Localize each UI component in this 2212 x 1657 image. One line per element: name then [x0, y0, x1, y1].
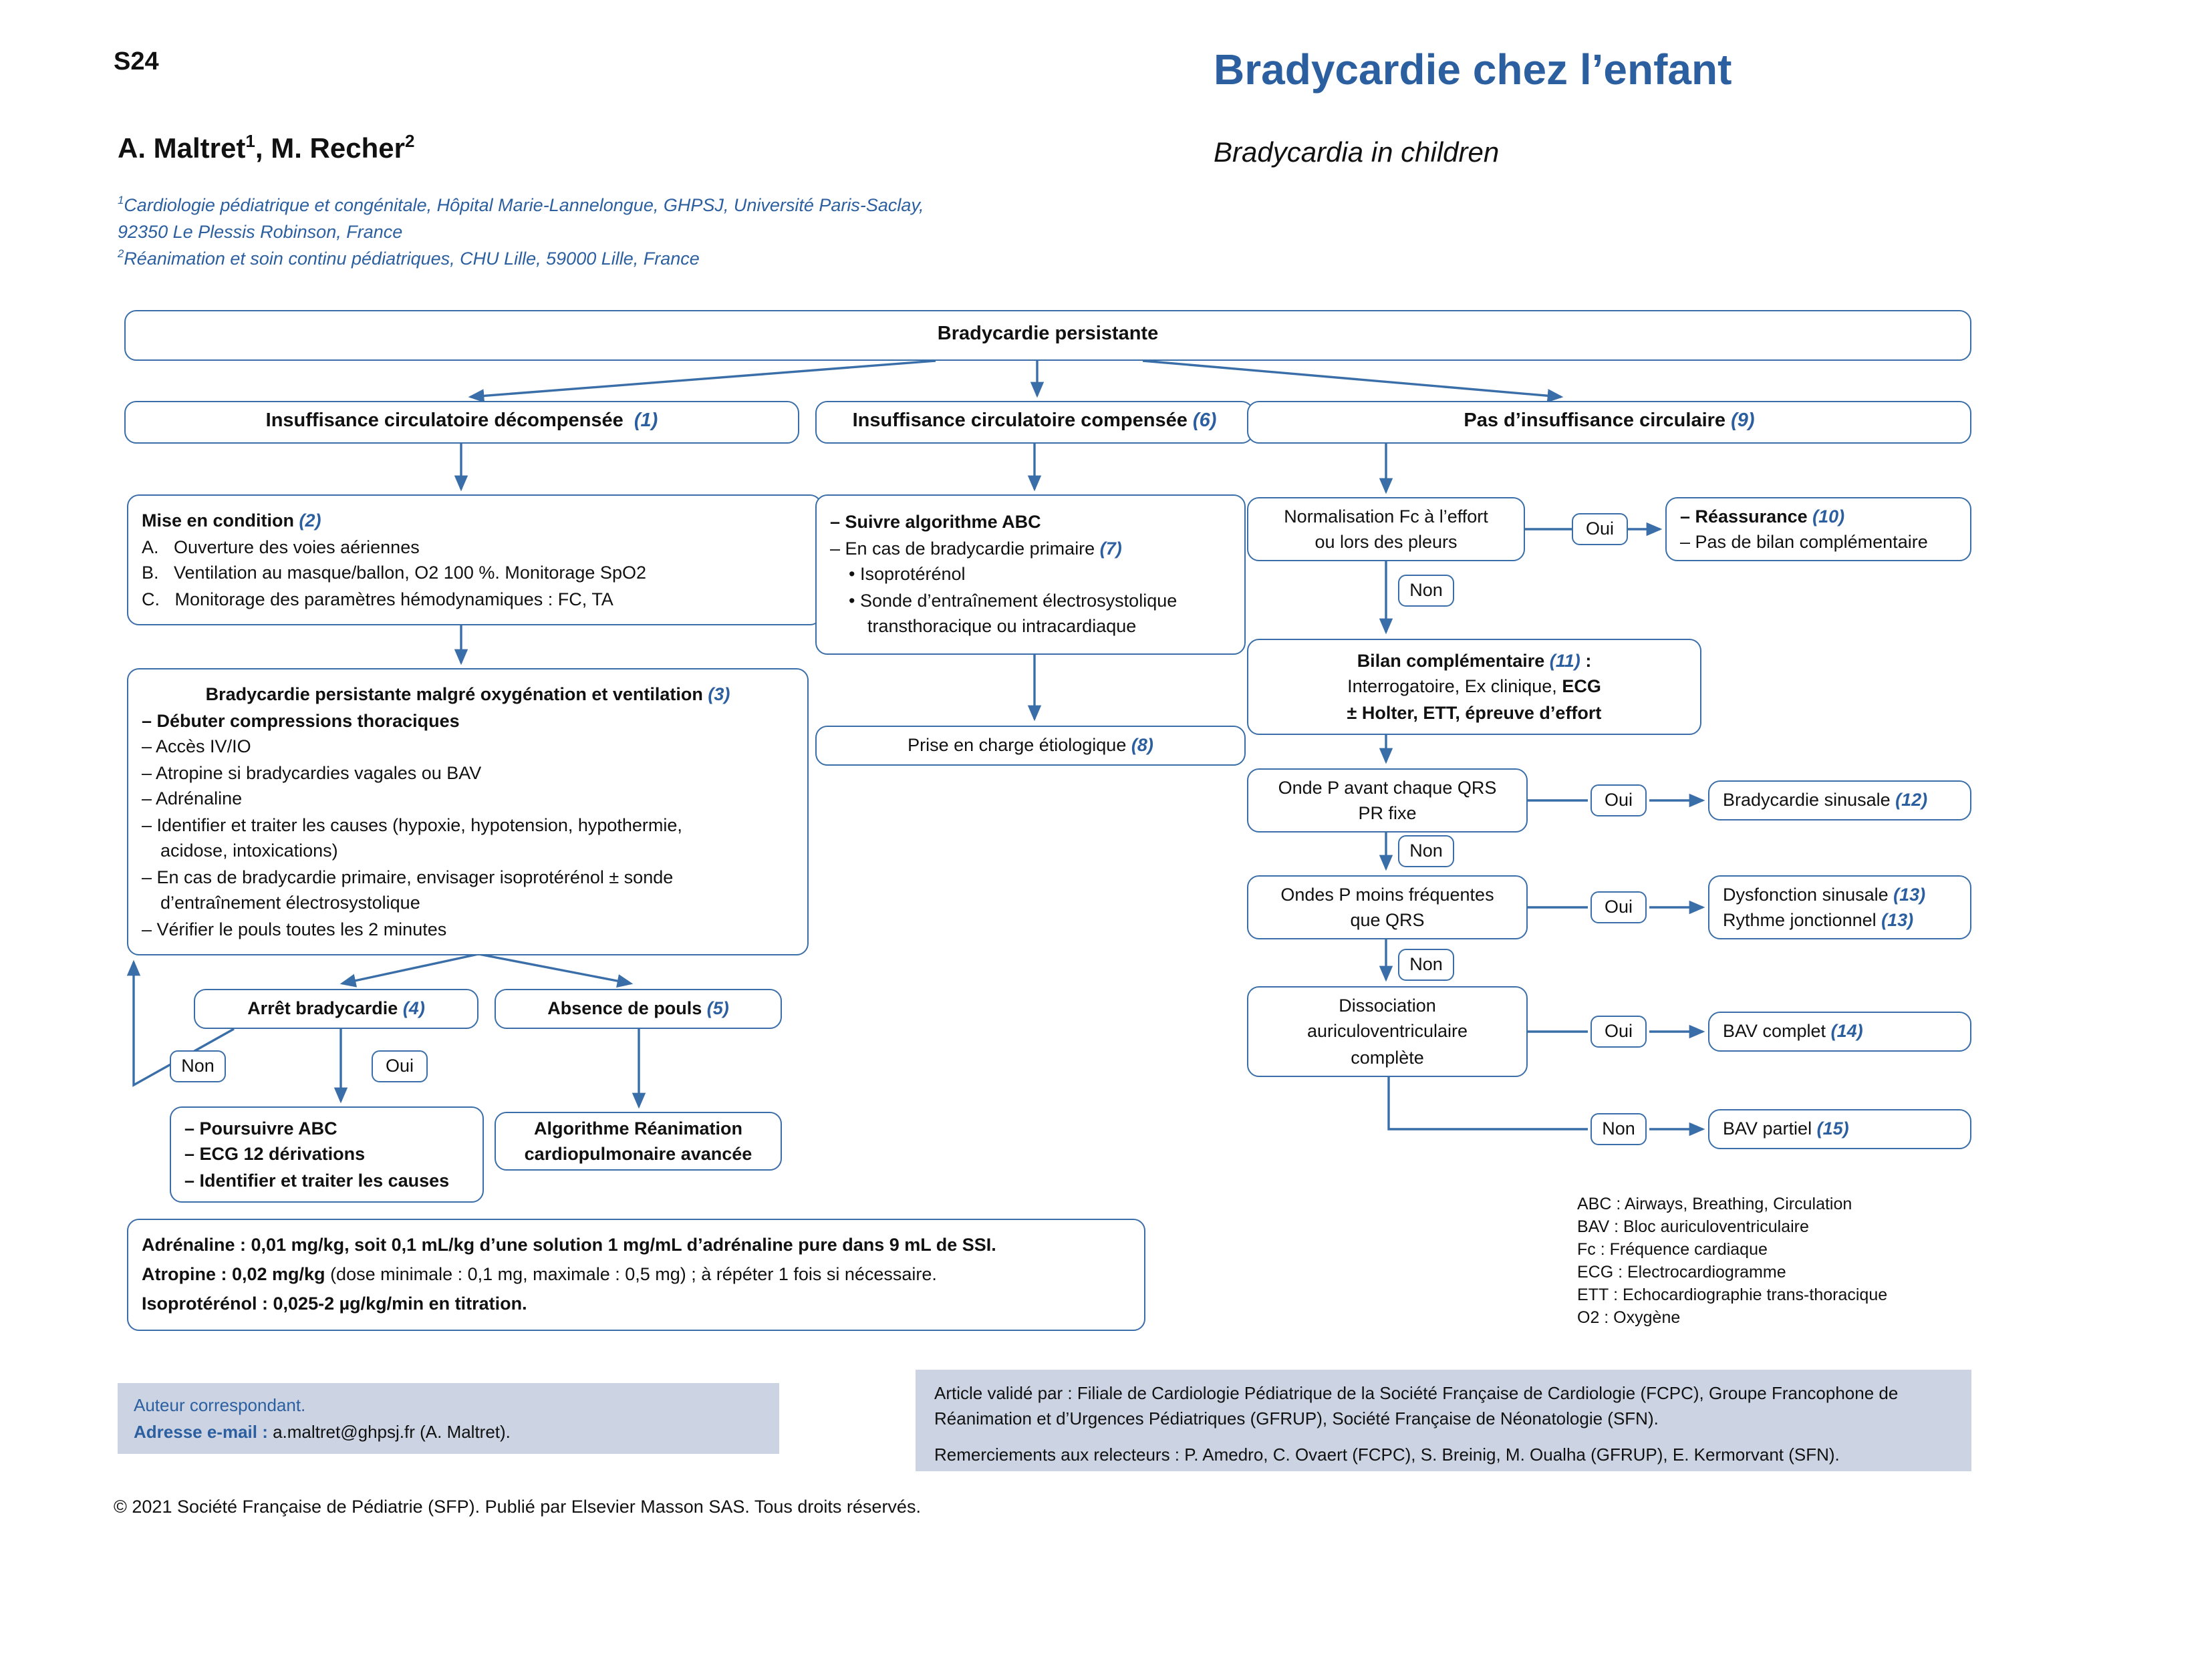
article-title-fr: Bradycardie chez l’enfant	[1214, 45, 1732, 94]
copyright-line: © 2021 Société Française de Pédiatrie (S…	[114, 1497, 921, 1517]
connector-non-2: Non	[1398, 835, 1454, 867]
node-bilan-complementaire: Bilan complémentaire (11) :Interrogatoir…	[1247, 639, 1701, 735]
connector-oui-5: Oui	[372, 1050, 428, 1082]
node-dysfonction-sinusale: Dysfonction sinusale (13)Rythme jonction…	[1708, 875, 1971, 939]
node-insuffisance-decompensee: Insuffisance circulatoire décompensée (1…	[124, 401, 799, 444]
node-mise-en-condition: Mise en condition (2)A. Ouverture des vo…	[127, 494, 822, 625]
authors: A. Maltret1, M. Recher2	[118, 131, 415, 164]
connector-non-4: Non	[1591, 1113, 1647, 1145]
node-prise-en-charge: Prise en charge étiologique (8)	[815, 726, 1246, 766]
node-poursuivre-abc: – Poursuivre ABC– ECG 12 dérivations– Id…	[170, 1106, 484, 1203]
connector-non-5: Non	[170, 1050, 226, 1082]
page-number: S24	[114, 48, 159, 76]
connector-oui-4: Oui	[1591, 1016, 1647, 1048]
article-title-en: Bradycardia in children	[1214, 138, 1500, 168]
node-absence-de-pouls: Absence de pouls (5)	[495, 989, 782, 1029]
node-suivre-abc: – Suivre algorithme ABC– En cas de brady…	[815, 494, 1246, 655]
affiliations: 1Cardiologie pédiatrique et congénitale,…	[118, 193, 924, 269]
connector-oui-2: Oui	[1591, 784, 1647, 816]
connector-oui-3: Oui	[1591, 891, 1647, 923]
node-pas-insuffisance: Pas d’insuffisance circulaire (9)	[1247, 401, 1971, 444]
connector-non-1: Non	[1398, 575, 1454, 607]
connector-oui-1: Oui	[1572, 513, 1628, 545]
node-arret-bradycardie: Arrêt bradycardie (4)	[194, 989, 478, 1029]
node-bradycardie-malgre-oxygenation: Bradycardie persistante malgré oxygénati…	[127, 668, 809, 955]
connector-non-3: Non	[1398, 949, 1454, 981]
node-reassurance: – Réassurance (10)– Pas de bilan complém…	[1665, 497, 1971, 561]
acknowledgements-text: Remerciements aux relecteurs : P. Amedro…	[934, 1445, 1840, 1465]
node-bradycardie-persistante: Bradycardie persistante	[124, 310, 1971, 361]
validation-text: Article validé par : Filiale de Cardiolo…	[934, 1383, 1899, 1428]
node-insuffisance-compensee: Insuffisance circulatoire compensée (6)	[815, 401, 1254, 444]
node-bav-partiel: BAV partiel (15)	[1708, 1109, 1971, 1149]
validation-box: Article validé par : Filiale de Cardiolo…	[916, 1370, 1971, 1471]
node-bradycardie-sinusale: Bradycardie sinusale (12)	[1708, 780, 1971, 820]
correspondence-box: Auteur correspondant.Adresse e-mail : a.…	[118, 1383, 779, 1454]
node-bav-complet: BAV complet (14)	[1708, 1012, 1971, 1052]
node-doses-medicaments: Adrénaline : 0,01 mg/kg, soit 0,1 mL/kg …	[127, 1219, 1145, 1331]
